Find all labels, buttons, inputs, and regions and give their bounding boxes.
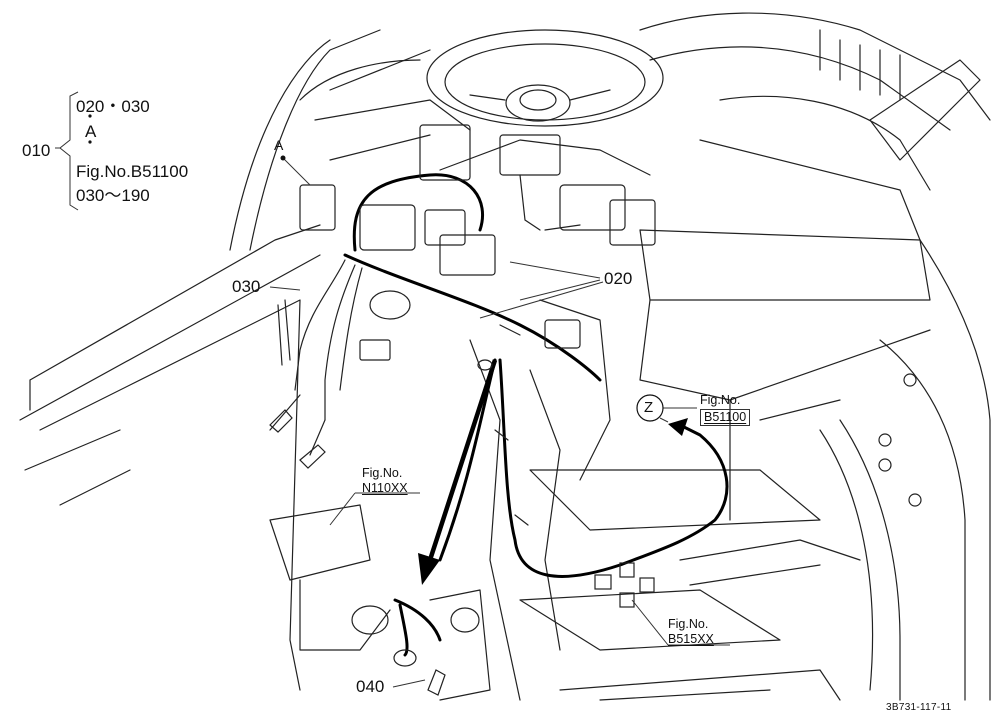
callout-a-dot [280, 155, 286, 161]
wire-harness [343, 173, 729, 657]
fig-ref-b515xx-code: B515XX [668, 632, 714, 647]
callout-z-label: Z [644, 399, 654, 416]
fig-ref-b51100[interactable]: Fig.No. B51100 [700, 393, 751, 427]
legend-line-4: 030～190 [76, 186, 150, 205]
fig-ref-b515xx[interactable]: Fig.No. B515XX [668, 617, 714, 647]
drawing-number: 3B731-117-11 [886, 702, 952, 713]
callout-020: 020 [604, 269, 633, 288]
legend-line-1: 020・030 [76, 97, 150, 116]
fig-ref-n110xx[interactable]: Fig.No. N110XX [362, 466, 408, 496]
legend-line-3: Fig.No.B51100 [76, 162, 189, 181]
legend-dot-top [88, 114, 92, 118]
callout-z-circle [636, 394, 664, 422]
fig-ref-b51100-code: B51100 [700, 409, 751, 427]
callout-a-label: A [274, 137, 284, 153]
routing-arrows [418, 359, 688, 585]
callout-040: 040 [356, 677, 385, 696]
fig-ref-b515xx-prefix: Fig.No. [668, 617, 709, 631]
legend-dot-bottom [88, 140, 92, 144]
callout-030: 030 [232, 277, 261, 296]
fig-ref-n110xx-prefix: Fig.No. [362, 466, 403, 480]
fig-ref-b51100-prefix: Fig.No. [700, 393, 741, 407]
harness-components [269, 124, 656, 696]
machine-outline [19, 12, 991, 701]
legend-code: 010 [22, 141, 51, 160]
legend-line-2: A [85, 122, 97, 141]
leader-lines [55, 91, 730, 688]
fig-ref-n110xx-code: N110XX [362, 481, 408, 496]
